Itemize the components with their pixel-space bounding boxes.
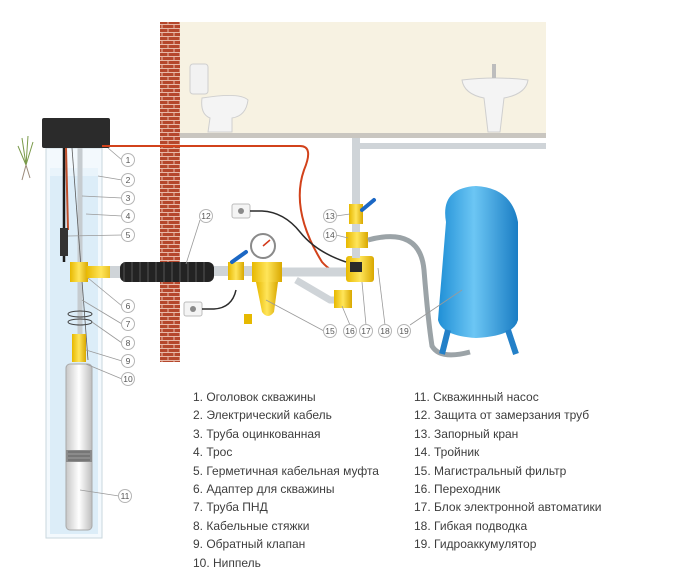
socket-icon bbox=[231, 203, 347, 263]
callout-19: 19 bbox=[397, 324, 411, 338]
submersible-pump bbox=[65, 363, 93, 531]
legend-item: 9. Обратный клапан bbox=[193, 537, 306, 552]
callout-16: 16 bbox=[343, 324, 357, 338]
callout-11: 11 bbox=[118, 489, 132, 503]
callout-13: 13 bbox=[323, 209, 337, 223]
svg-text:6: 6 bbox=[126, 301, 131, 311]
shutoff-valve bbox=[228, 250, 248, 280]
legend-item: 17. Блок электронной автоматики bbox=[414, 500, 602, 515]
callout-7: 7 bbox=[121, 317, 135, 331]
legend-item: 14. Тройник bbox=[414, 445, 480, 460]
legend-item: 1. Оголовок скважины bbox=[193, 390, 316, 404]
callout-2: 2 bbox=[121, 173, 135, 187]
cable-sleeve bbox=[60, 228, 68, 256]
legend-item: 2. Электрический кабель bbox=[193, 408, 332, 423]
legend-left-column: 1. Оголовок скважины 2. Электрический ка… bbox=[193, 388, 379, 572]
svg-text:2: 2 bbox=[126, 175, 131, 185]
legend-item: 15. Магистральный фильтр bbox=[414, 463, 567, 478]
legend-item: 6. Адаптер для скважины bbox=[193, 482, 335, 497]
toilet-icon bbox=[189, 63, 249, 133]
svg-text:12: 12 bbox=[201, 211, 211, 221]
legend-item: 19. Гидроаккумулятор bbox=[414, 537, 537, 552]
automation-unit bbox=[346, 256, 374, 282]
callout-5: 5 bbox=[121, 228, 135, 242]
svg-text:5: 5 bbox=[126, 230, 131, 240]
svg-text:15: 15 bbox=[325, 326, 335, 336]
pressure-gauge-icon bbox=[250, 233, 276, 259]
svg-text:18: 18 bbox=[380, 326, 390, 336]
svg-text:10: 10 bbox=[123, 374, 133, 384]
callout-12: 12 bbox=[199, 209, 213, 223]
callout-18: 18 bbox=[378, 324, 392, 338]
legend-item: 10. Ниппель bbox=[193, 555, 261, 570]
callout-1: 1 bbox=[121, 153, 135, 167]
washbasin-icon bbox=[461, 64, 529, 133]
main-filter bbox=[244, 262, 282, 324]
svg-text:11: 11 bbox=[121, 491, 130, 501]
legend-item: 7. Труба ПНД bbox=[193, 500, 268, 515]
grass-icon bbox=[17, 135, 34, 181]
svg-text:13: 13 bbox=[325, 211, 335, 221]
shutoff-valve-top bbox=[349, 198, 376, 224]
callout-17: 17 bbox=[359, 324, 373, 338]
hydro-accumulator bbox=[438, 186, 519, 355]
svg-text:9: 9 bbox=[126, 356, 131, 366]
callout-8: 8 bbox=[121, 336, 135, 350]
callout-3: 3 bbox=[121, 191, 135, 205]
legend-item: 12. Защита от замерзания труб bbox=[414, 408, 590, 423]
svg-text:16: 16 bbox=[345, 326, 355, 336]
callout-10: 10 bbox=[121, 372, 135, 386]
legend-item: 8. Кабельные стяжки bbox=[193, 518, 310, 533]
tee-fitting bbox=[346, 232, 368, 248]
callout-15: 15 bbox=[323, 324, 337, 338]
well-adapter bbox=[70, 262, 88, 282]
svg-text:8: 8 bbox=[126, 338, 131, 348]
svg-text:3: 3 bbox=[126, 193, 131, 203]
legend-right-column: 11. Скважинный насос 12. Защита от замер… bbox=[414, 388, 602, 554]
check-valve bbox=[72, 334, 86, 362]
svg-text:7: 7 bbox=[126, 319, 131, 329]
legend-item: 11. Скважинный насос bbox=[414, 390, 539, 404]
svg-text:1: 1 bbox=[126, 155, 131, 165]
legend-item: 3. Труба оцинкованная bbox=[193, 426, 321, 441]
callout-leaders bbox=[67, 147, 463, 497]
legend-item: 5. Герметичная кабельная муфта bbox=[193, 463, 379, 478]
well-pipes bbox=[60, 147, 116, 362]
callout-4: 4 bbox=[121, 209, 135, 223]
power-cable bbox=[102, 145, 355, 273]
well-head-cap bbox=[42, 118, 110, 148]
callout-9: 9 bbox=[121, 354, 135, 368]
legend-item: 13. Запорный кран bbox=[414, 426, 519, 441]
legend-item: 4. Трос bbox=[193, 445, 233, 460]
frost-insulation bbox=[120, 262, 214, 282]
legend-item: 16. Переходник bbox=[414, 482, 501, 497]
svg-text:4: 4 bbox=[126, 211, 131, 221]
svg-text:14: 14 bbox=[325, 230, 335, 240]
brick-wall bbox=[160, 22, 180, 362]
floor-slab bbox=[180, 133, 546, 138]
socket-icon bbox=[183, 289, 237, 317]
svg-text:19: 19 bbox=[399, 326, 409, 336]
callout-6: 6 bbox=[121, 299, 135, 313]
svg-text:17: 17 bbox=[361, 326, 371, 336]
adapter-fitting bbox=[334, 290, 352, 308]
legend-item: 18. Гибкая подводка bbox=[414, 518, 528, 533]
callout-14: 14 bbox=[323, 228, 337, 242]
